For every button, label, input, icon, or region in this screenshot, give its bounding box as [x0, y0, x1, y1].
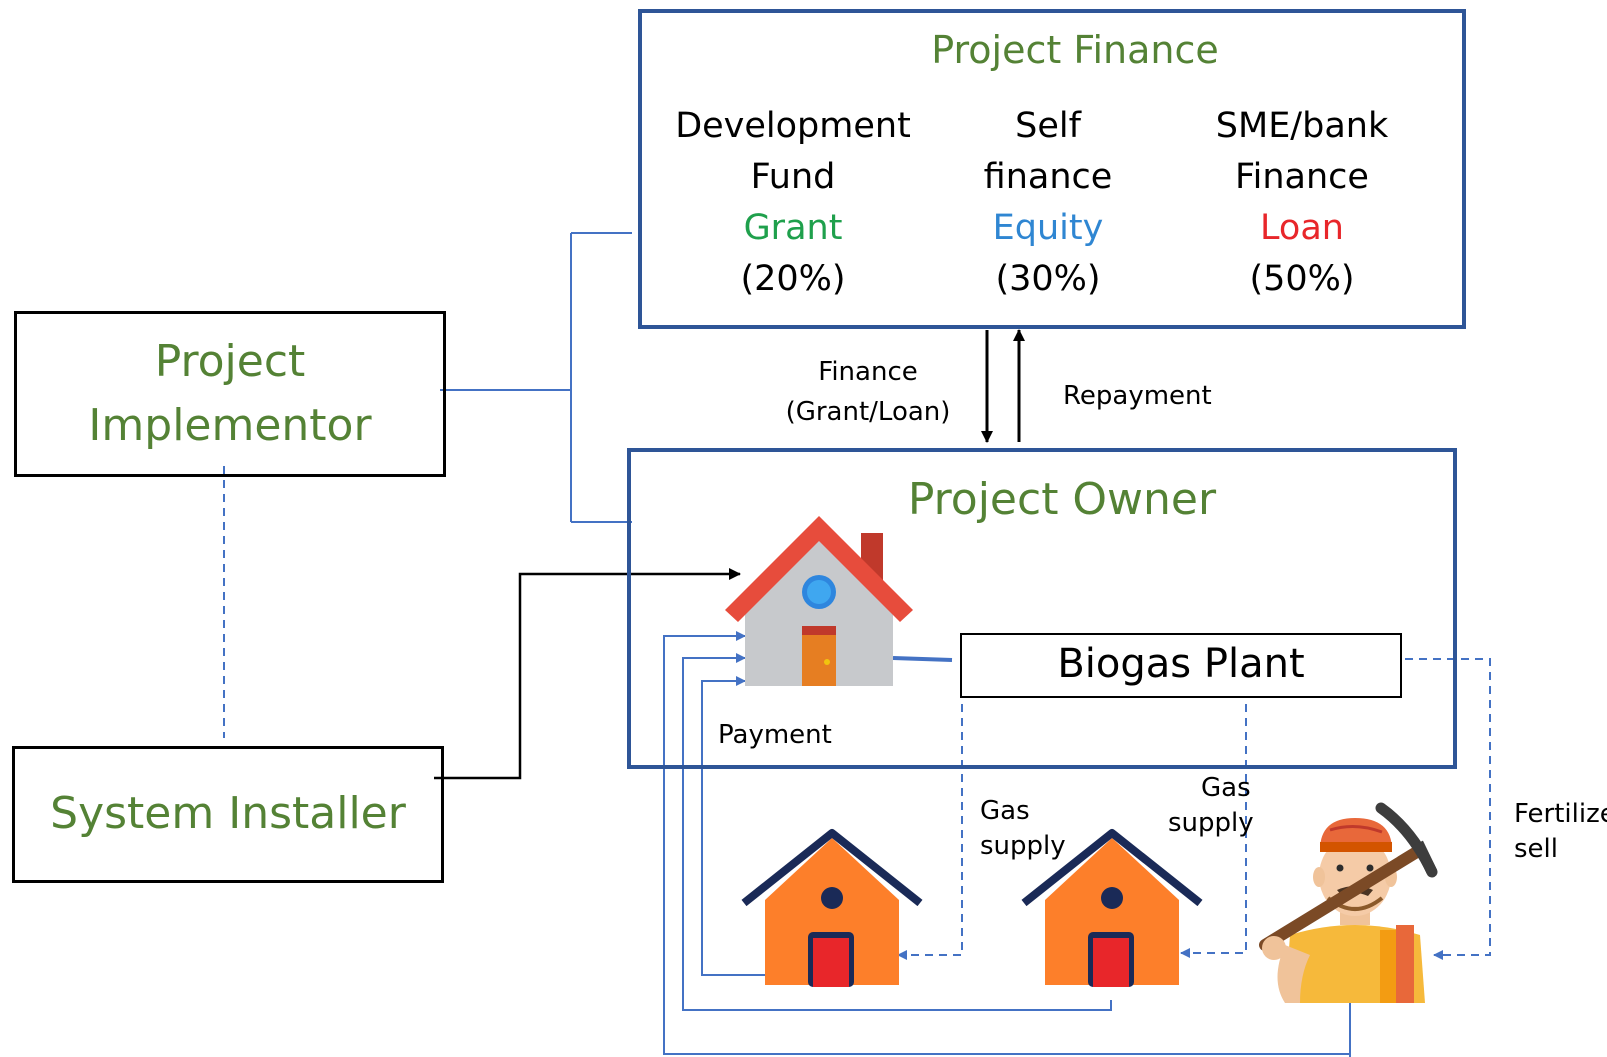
gas-supply-label-2-line2: supply: [1168, 808, 1254, 838]
implementor-connectors: [440, 232, 632, 523]
payment-label: Payment: [718, 720, 832, 750]
fertilizer-label-line2: sell: [1514, 834, 1558, 864]
finance-source-bank-line2: Finance: [1235, 157, 1369, 197]
project-finance-title: Project Finance: [931, 28, 1219, 72]
finance-source-self-line1: Self: [1015, 106, 1081, 146]
finance-source-dev-share: (20%): [740, 259, 846, 299]
project-implementor-box: [14, 311, 446, 477]
project-finance-box: [638, 9, 1466, 329]
project-implementor-line1: Project: [154, 336, 306, 387]
finance-source-dev-line1: Development: [675, 106, 911, 146]
biogas-plant-title: Biogas Plant: [1057, 641, 1305, 687]
finance-source-bank-line1: SME/bank: [1215, 106, 1389, 146]
consumer-house-icon: [1021, 829, 1203, 987]
finance-source-dev-line2: Fund: [750, 157, 836, 197]
consumer-house-icon: [741, 829, 923, 987]
finance-source-self-line2: finance: [983, 157, 1113, 197]
finance-source-dev-type: Grant: [743, 208, 843, 248]
project-implementor-line2: Implementor: [88, 400, 372, 451]
finance-source-self-type: Equity: [992, 208, 1104, 248]
system-installer-title: System Installer: [50, 788, 406, 839]
system-installer-box: [12, 746, 444, 883]
fertilizer-label-line1: Fertilizer: [1514, 799, 1607, 829]
gas-supply-label-1-line2: supply: [980, 831, 1066, 861]
payment-lines: [663, 631, 1351, 1057]
gas-supply-label-1-line1: Gas: [980, 796, 1030, 826]
farmer-icon: [1259, 802, 1438, 1003]
finance-flow-label-line1: Finance: [818, 357, 918, 387]
gas-supply-label-2-line1: Gas: [1201, 773, 1251, 803]
finance-flow-label-line2: (Grant/Loan): [785, 397, 951, 427]
house-plant-link: [892, 656, 953, 662]
repayment-label: Repayment: [1063, 381, 1212, 411]
biogas-plant-box: [960, 633, 1402, 698]
gas-supply-lines: [897, 658, 1491, 960]
project-owner-title: Project Owner: [907, 474, 1217, 525]
main-house-icon: [725, 516, 913, 686]
project-owner-box: [627, 448, 1457, 769]
finance-source-bank-share: (50%): [1249, 259, 1355, 299]
finance-source-self-share: (30%): [995, 259, 1101, 299]
finance-source-bank-type: Loan: [1260, 208, 1344, 248]
